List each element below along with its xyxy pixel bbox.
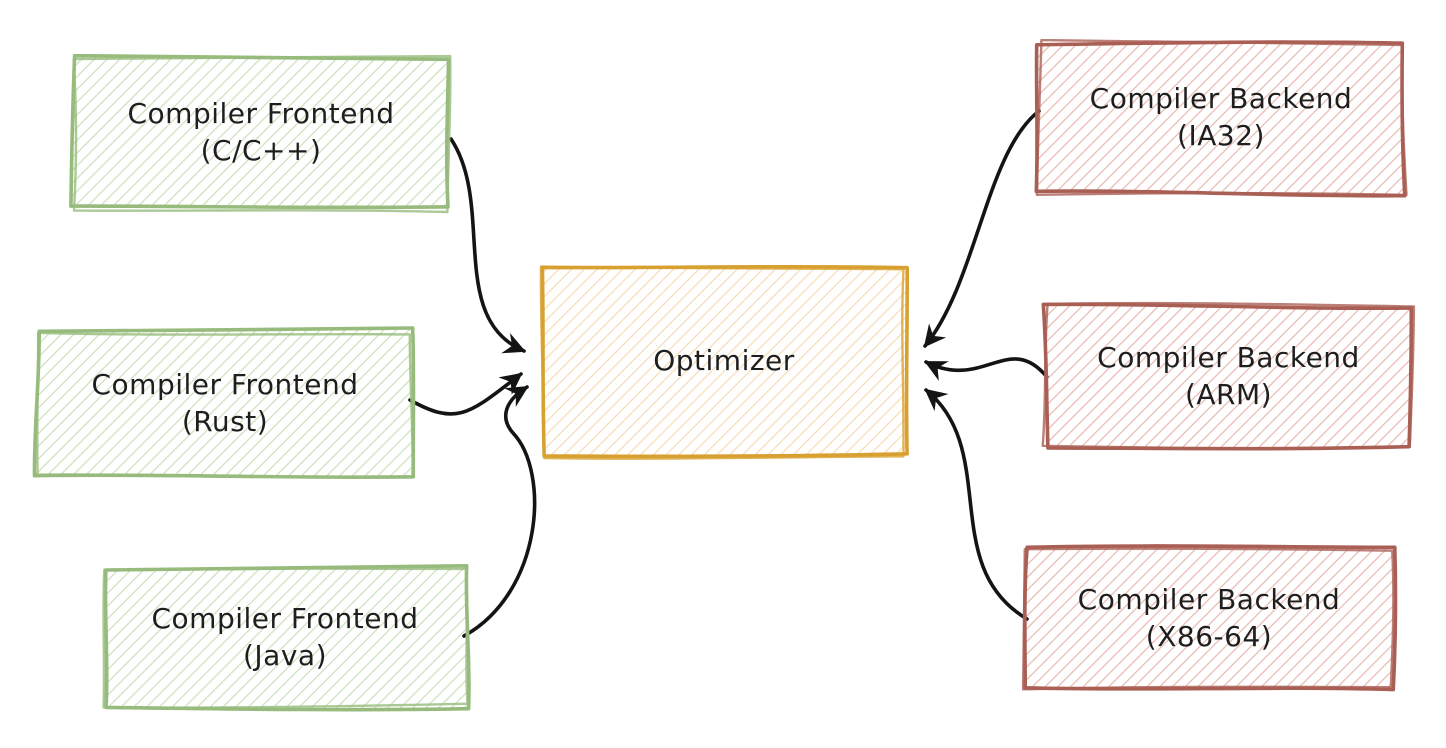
- node-frontend-rust-line1: Compiler Frontend: [91, 368, 359, 402]
- arrow-frontend-java-to-optimizer[interactable]: [462, 385, 537, 638]
- frontend-java-box-fill: [103, 564, 471, 712]
- node-optimizer-shape[interactable]: [539, 264, 910, 460]
- node-frontend-rust-line2: (Rust): [181, 405, 269, 438]
- node-frontend-java-line2: (Java): [243, 638, 327, 672]
- node-frontend-java-shape[interactable]: [102, 564, 471, 712]
- optimizer-box-stroke: [539, 265, 905, 460]
- node-backend-arm-line1: Compiler Backend: [1097, 341, 1360, 375]
- node-backend-x8664-line2: (X86-64): [1145, 620, 1273, 653]
- arrow-frontend-rust-to-optimizer[interactable]: [408, 372, 523, 416]
- frontend-java-box-stroke: [102, 567, 469, 709]
- node-frontend-cpp-line2: (C/C++): [200, 134, 322, 167]
- node-backend-arm-shape[interactable]: [1041, 301, 1416, 451]
- backend-ia32-box-stroke: [1035, 38, 1408, 197]
- node-frontend-cpp-shape[interactable]: [69, 53, 452, 214]
- arrow-backend-x8664-to-optimizer[interactable]: [924, 388, 1029, 621]
- arrow-backend-ia32-to-optimizer[interactable]: [923, 109, 1041, 348]
- node-backend-arm[interactable]: Compiler Backend (ARM): [1045, 306, 1412, 448]
- frontend-cpp-box-stroke: [72, 54, 452, 214]
- node-backend-x8664-line1: Compiler Backend: [1077, 583, 1341, 617]
- node-backend-ia32-line2: (IA32): [1177, 118, 1265, 152]
- node-backend-ia32-shape[interactable]: [1034, 38, 1408, 198]
- node-backend-x8664-shape[interactable]: [1021, 544, 1398, 692]
- backend-x8664-box-stroke: [1021, 547, 1395, 691]
- node-frontend-rust[interactable]: Compiler Frontend (Rust): [37, 331, 413, 477]
- node-frontend-java[interactable]: Compiler Frontend (Java): [104, 568, 466, 707]
- arrow-frontend-cpp-to-optimizer[interactable]: [449, 137, 526, 354]
- arrow-backend-arm-to-optimizer[interactable]: [924, 357, 1049, 381]
- backend-arm-box-stroke: [1041, 301, 1416, 450]
- backend-x8664-box-fill: [1023, 544, 1398, 692]
- node-frontend-java-line1: Compiler Frontend: [151, 601, 419, 635]
- node-backend-x8664[interactable]: Compiler Backend (X86-64): [1026, 548, 1392, 690]
- node-backend-ia32-line1: Compiler Backend: [1089, 81, 1353, 115]
- frontend-rust-box-stroke: [36, 331, 414, 479]
- node-backend-arm-line2: (ARM): [1184, 378, 1273, 411]
- node-frontend-cpp[interactable]: Compiler Frontend (C/C++): [72, 57, 450, 209]
- node-backend-ia32[interactable]: Compiler Backend (IA32): [1038, 42, 1404, 193]
- node-frontend-rust-shape[interactable]: [32, 326, 416, 480]
- node-optimizer[interactable]: Optimizer: [543, 268, 905, 455]
- node-frontend-cpp-line1: Compiler Frontend: [127, 97, 395, 131]
- node-optimizer-line1: Optimizer: [653, 344, 795, 378]
